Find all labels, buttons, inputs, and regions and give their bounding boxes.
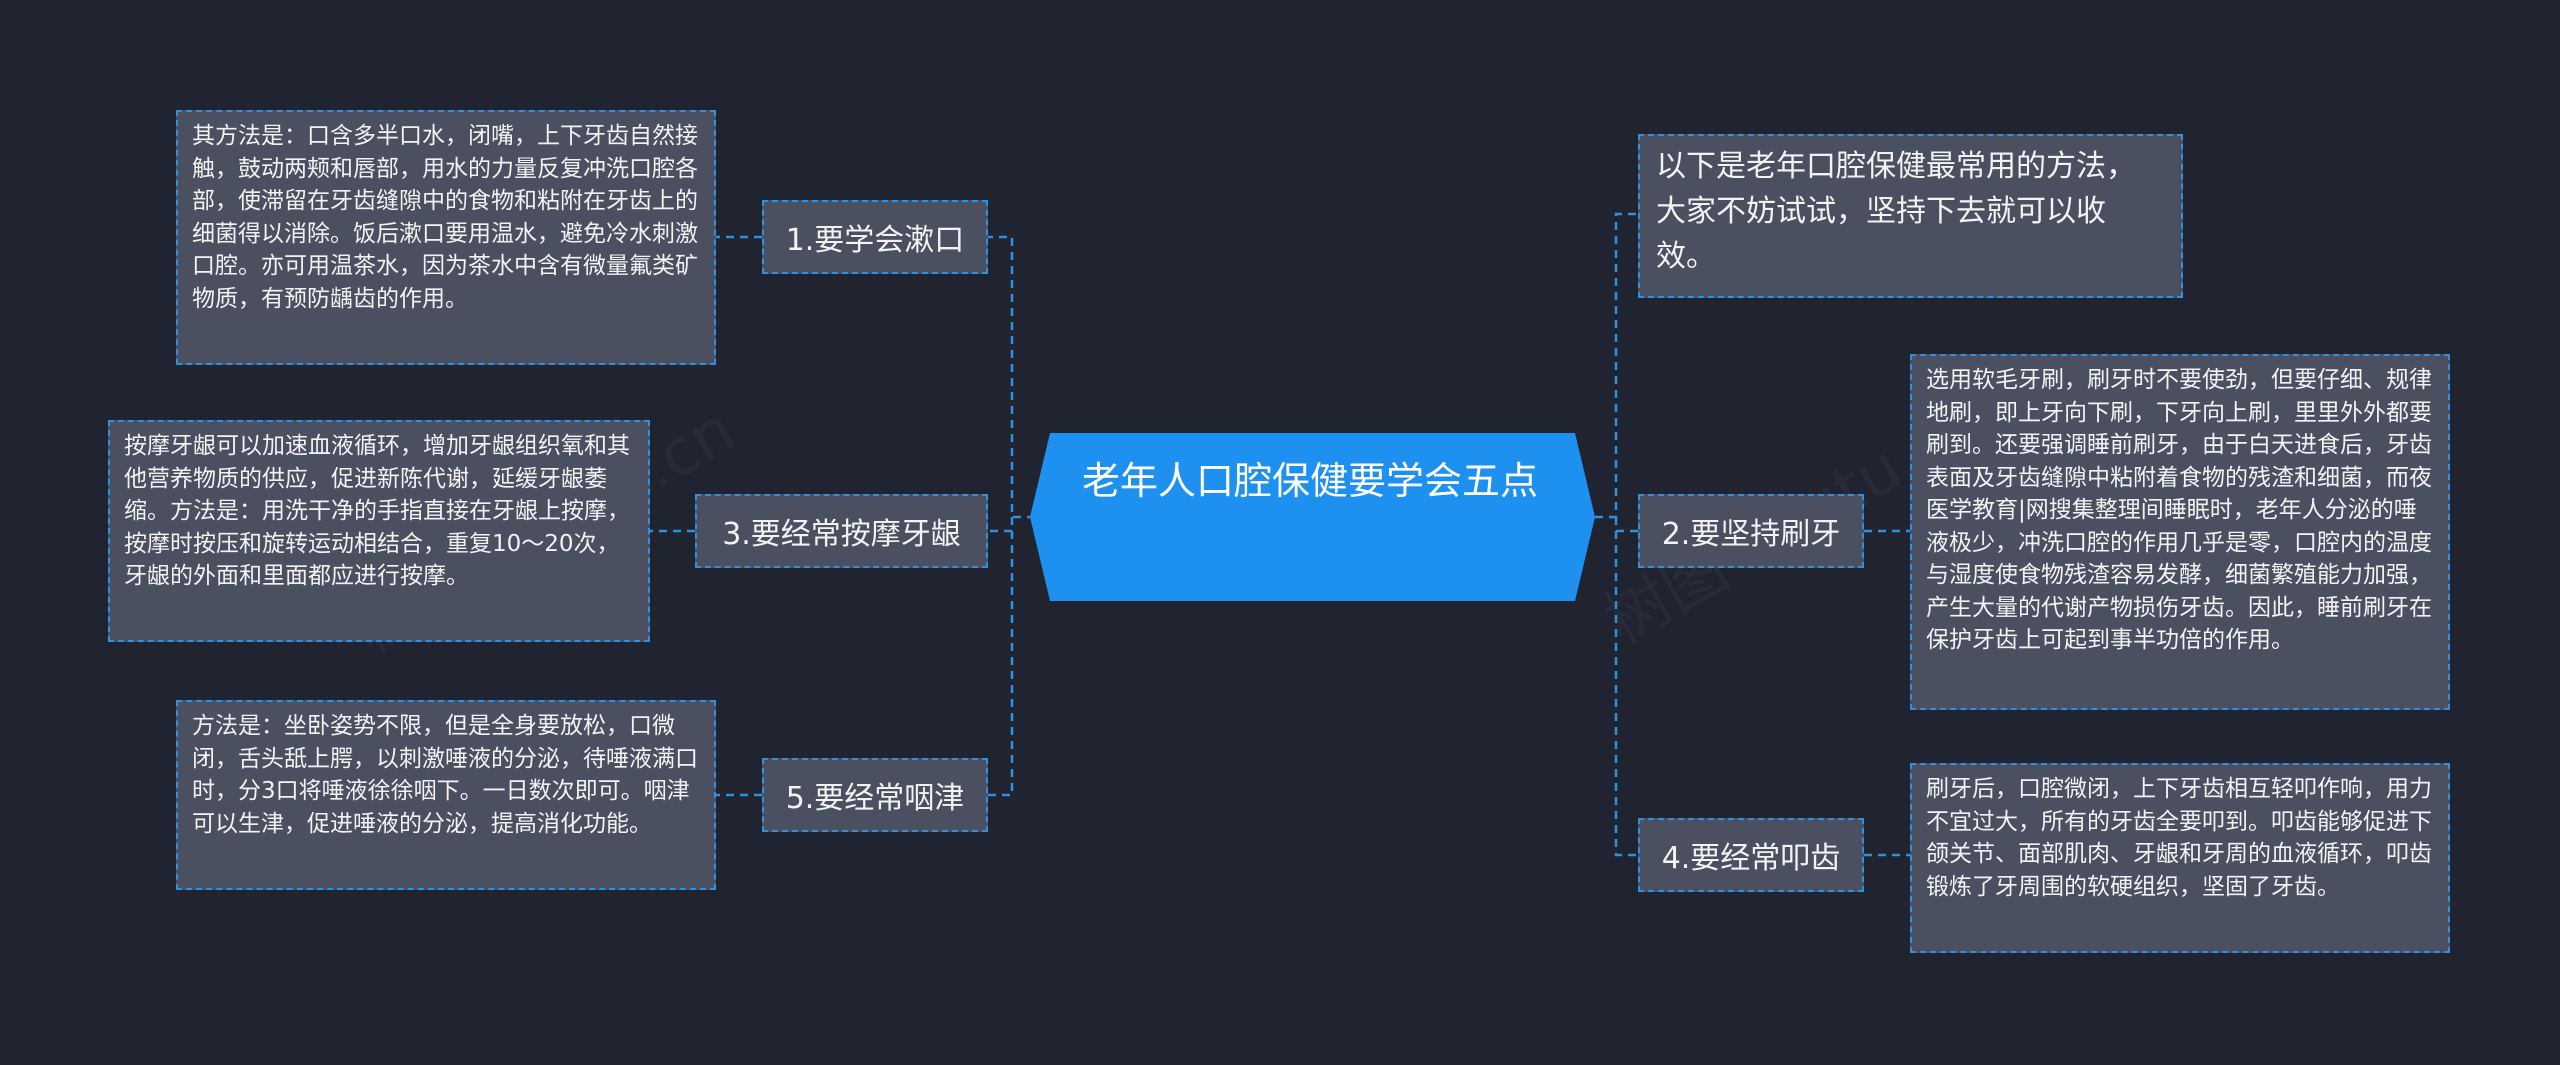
detail-text: 按摩牙龈可以加速血液循环，增加牙龈组织氧和其他营养物质的供应，促进新陈代谢，延缓…	[124, 433, 630, 589]
connector-intro	[1595, 212, 1638, 519]
detail-text: 其方法是：口含多半口水，闭嘴，上下牙齿自然接触，鼓动两颊和唇部，用水的力量反复冲…	[192, 123, 698, 312]
branch-label: 2.要坚持刷牙	[1661, 517, 1841, 552]
branch-node-brush-teeth[interactable]: 2.要坚持刷牙	[1638, 494, 1864, 568]
detail-box-swallow-saliva[interactable]: 方法是：坐卧姿势不限，但是全身要放松，口微闭，舌头舐上腭，以刺激唾液的分泌，待唾…	[176, 700, 716, 890]
branch-node-tooth-tapping[interactable]: 4.要经常叩齿	[1638, 818, 1864, 892]
detail-box-tooth-tapping[interactable]: 刷牙后，口腔微闭，上下牙齿相互轻叩作响，用力不宜过大，所有的牙齿全要叩到。叩齿能…	[1910, 763, 2450, 953]
branch-label: 4.要经常叩齿	[1661, 841, 1841, 876]
detail-box-gum-massage[interactable]: 按摩牙龈可以加速血液循环，增加牙龈组织氧和其他营养物质的供应，促进新陈代谢，延缓…	[108, 420, 650, 642]
branch-node-gum-massage[interactable]: 3.要经常按摩牙龈	[695, 494, 988, 568]
branch-node-swallow-saliva[interactable]: 5.要经常咽津	[762, 758, 988, 832]
detail-text: 选用软毛牙刷，刷牙时不要使劲，但要仔细、规律地刷，即上牙向下刷，下牙向上刷，里里…	[1926, 367, 2432, 653]
connector-branch-5	[988, 517, 1014, 797]
detail-box-brush-teeth[interactable]: 选用软毛牙刷，刷牙时不要使劲，但要仔细、规律地刷，即上牙向下刷，下牙向上刷，里里…	[1910, 354, 2450, 710]
intro-note-text: 以下是老年口腔保健最常用的方法，大家不妨试试，坚持下去就可以收效。	[1656, 149, 2136, 274]
detail-text: 刷牙后，口腔微闭，上下牙齿相互轻叩作响，用力不宜过大，所有的牙齿全要叩到。叩齿能…	[1926, 776, 2432, 900]
root-node-shape	[1030, 433, 1595, 601]
connector-branch-4	[1614, 517, 1638, 857]
intro-note[interactable]: 以下是老年口腔保健最常用的方法，大家不妨试试，坚持下去就可以收效。	[1638, 134, 2183, 298]
branch-label: 3.要经常按摩牙龈	[722, 517, 961, 552]
detail-text: 方法是：坐卧姿势不限，但是全身要放松，口微闭，舌头舐上腭，以刺激唾液的分泌，待唾…	[192, 713, 698, 837]
connector-branch-1	[988, 235, 1035, 519]
root-node-title[interactable]: 老年人口腔保健要学会五点	[1081, 459, 1538, 503]
branch-label: 5.要经常咽津	[785, 781, 965, 816]
branch-node-rinse-mouth[interactable]: 1.要学会漱口	[762, 200, 988, 274]
detail-box-rinse-mouth[interactable]: 其方法是：口含多半口水，闭嘴，上下牙齿自然接触，鼓动两颊和唇部，用水的力量反复冲…	[176, 110, 716, 365]
branch-label: 1.要学会漱口	[785, 223, 965, 258]
